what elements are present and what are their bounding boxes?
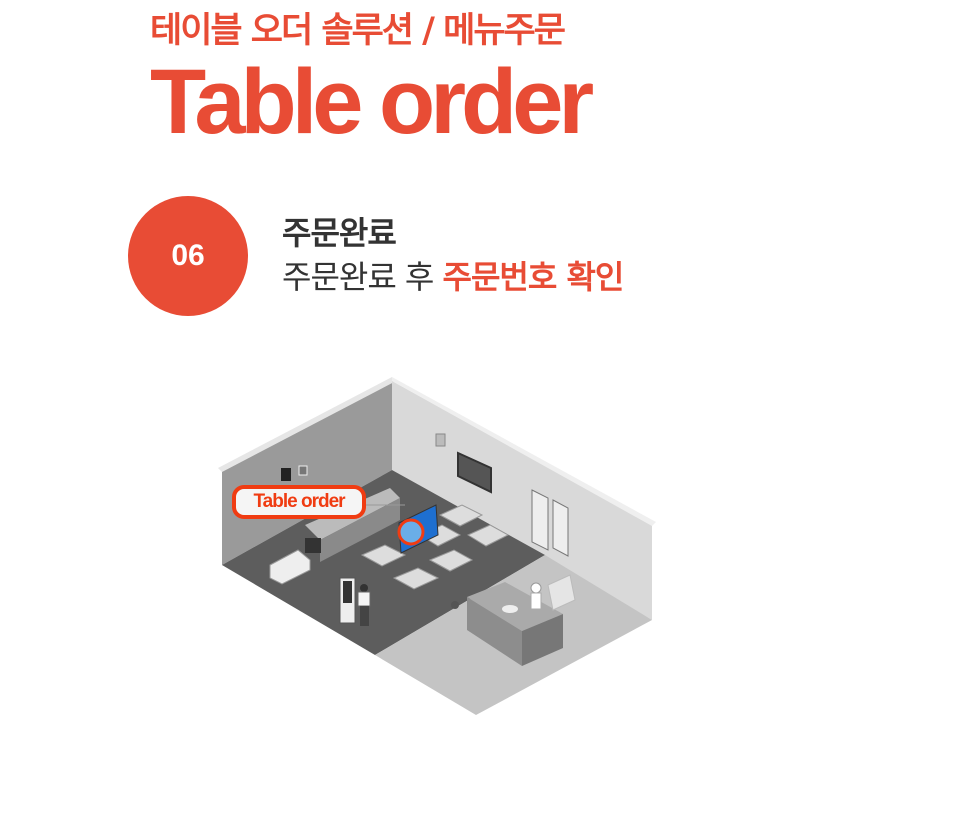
sink xyxy=(502,605,518,613)
wall-tv xyxy=(457,451,492,494)
left-wall-top xyxy=(218,377,396,472)
step-description-text: 주문완료 후 xyxy=(282,258,443,296)
step-title: 주문완료 xyxy=(282,214,397,252)
customer-body xyxy=(357,591,371,607)
step-description-highlight: 주문번호 확인 xyxy=(442,258,625,296)
right-wall xyxy=(392,381,652,620)
picture-frame xyxy=(298,465,308,476)
counter-front xyxy=(320,498,400,562)
speaker xyxy=(305,538,321,553)
step-description: 주문완료 후 주문번호 확인 xyxy=(282,252,625,298)
page-title: Table order xyxy=(150,51,594,153)
tables xyxy=(360,504,510,590)
step-number-badge: 06 xyxy=(128,196,248,316)
window xyxy=(531,489,549,551)
plant xyxy=(451,601,459,609)
right-wall-top xyxy=(392,377,656,526)
chef xyxy=(530,582,542,594)
picture-frame xyxy=(281,468,291,481)
kitchen-counter-front xyxy=(467,597,522,666)
page-subtitle: 테이블 오더 솔루션 / 메뉴주문 xyxy=(150,11,566,51)
customer-legs xyxy=(360,606,369,626)
chef-body xyxy=(530,592,542,610)
kitchen-hood xyxy=(547,574,576,611)
customer xyxy=(360,584,368,592)
table-order-callout: Table order xyxy=(232,485,366,519)
kitchen-counter-side xyxy=(522,614,563,666)
sofa xyxy=(269,549,311,585)
highlight-circle xyxy=(397,518,425,546)
kiosk-screen xyxy=(343,581,352,603)
window xyxy=(552,499,569,557)
clock-icon xyxy=(435,433,446,447)
